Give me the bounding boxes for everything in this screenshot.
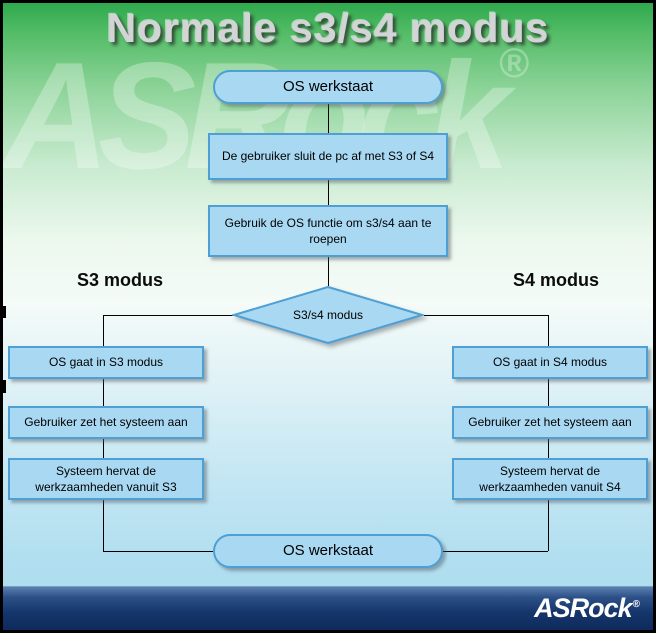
asrock-logo: ASRock® [534,593,640,624]
s3-step-2-label: Gebruiker zet het systeem aan [24,415,188,430]
step-shutdown-node: De gebruiker sluit de pc af met S3 of S4 [208,133,448,180]
connector-right-to-end [443,551,548,552]
page-title: Normale s3/s4 modus [106,5,550,51]
registered-mark-icon: ® [632,599,640,610]
s3-step-3-label: Systeem hervat de werkzaamheden vanuit S… [35,463,177,494]
end-node: OS werkstaat [213,534,443,568]
s4-step-2-node: Gebruiker zet het systeem aan [452,406,648,439]
decision-node: S3/s4 modus [232,286,424,344]
s4-step-2-label: Gebruiker zet het systeem aan [468,415,632,430]
step-shutdown-label: De gebruiker sluit de pc af met S3 of S4 [221,149,435,164]
s3-branch-title: S3 modus [76,270,164,290]
footer-bar: ASRock® [3,586,653,630]
connector-invoke-to-decision [328,257,329,286]
asrock-logo-text: ASRock [534,593,633,623]
start-node: OS werkstaat [213,70,443,104]
screen-edge-artifact [3,306,6,318]
registered-mark-icon: ® [498,39,529,86]
s3-step-2-node: Gebruiker zet het systeem aan [8,406,204,439]
end-node-label: OS werkstaat [282,541,374,559]
screen-edge-artifact [3,380,6,393]
s3-step-1-label: OS gaat in S3 modus [48,355,164,370]
connector-start-to-shutdown [328,104,329,133]
step-invoke-node: Gebruik de OS functie om s3/s4 aan te ro… [208,205,448,257]
s4-step-1-label: OS gaat in S4 modus [492,355,608,370]
step-invoke-label: Gebruik de OS functie om s3/s4 aan te ro… [224,215,432,246]
diamond-shape [232,286,424,344]
s4-step-1-node: OS gaat in S4 modus [452,346,648,379]
s3-step-3-node: Systeem hervat de werkzaamheden vanuit S… [8,458,204,500]
s4-branch-title: S4 modus [512,270,600,290]
connector-left-to-end [103,551,213,552]
connector-decision-left [103,315,233,316]
connector-decision-right [424,315,548,316]
s4-step-3-node: Systeem hervat de werkzaamheden vanuit S… [452,458,648,500]
start-node-label: OS werkstaat [282,77,374,95]
s4-step-3-label: Systeem hervat de werkzaamheden vanuit S… [479,463,621,494]
s3-step-1-node: OS gaat in S3 modus [8,346,204,379]
decision-label: S3/s4 modus [292,308,364,322]
connector-shutdown-to-invoke [328,180,329,205]
